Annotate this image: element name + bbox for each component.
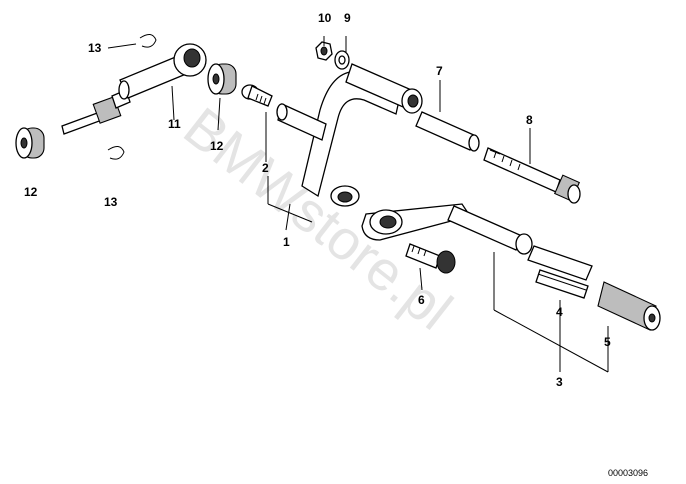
label-12-middle: 12 [210, 139, 224, 153]
label-1: 1 [283, 235, 290, 249]
washer-12-left [15, 127, 45, 159]
label-13-top: 13 [88, 41, 102, 55]
clip-13-bottom [107, 146, 125, 160]
arm-lever [361, 203, 533, 255]
label-12-left: 12 [24, 185, 38, 199]
diagram-code: 00003096 [608, 468, 648, 478]
label-10: 10 [318, 11, 332, 25]
label-4: 4 [556, 305, 563, 319]
bush-sleeve [527, 245, 593, 281]
label-6: 6 [418, 293, 425, 307]
bush-4 [535, 269, 589, 299]
bolt-8 [483, 147, 581, 204]
lever-1 [276, 63, 423, 207]
nut-10 [315, 41, 333, 61]
label-8: 8 [526, 113, 533, 127]
leader-lines [107, 36, 609, 373]
part-labels: 13 11 12 12 13 2 1 10 9 7 8 6 4 5 3 [24, 11, 611, 389]
label-5: 5 [604, 335, 611, 349]
sleeve-7 [415, 111, 480, 152]
label-2: 2 [262, 161, 269, 175]
washer-9 [334, 50, 350, 70]
pin [61, 89, 131, 135]
clip-13-top [139, 34, 157, 48]
label-13-bottom: 13 [104, 195, 118, 209]
roller-5 [597, 281, 661, 331]
bolt-6 [405, 243, 456, 274]
label-3: 3 [556, 375, 563, 389]
label-11: 11 [168, 117, 181, 131]
label-7: 7 [436, 64, 443, 78]
rod-end-11 [118, 43, 207, 100]
screw-2 [241, 84, 273, 107]
label-9: 9 [344, 11, 351, 25]
washer-12-middle [207, 63, 237, 95]
